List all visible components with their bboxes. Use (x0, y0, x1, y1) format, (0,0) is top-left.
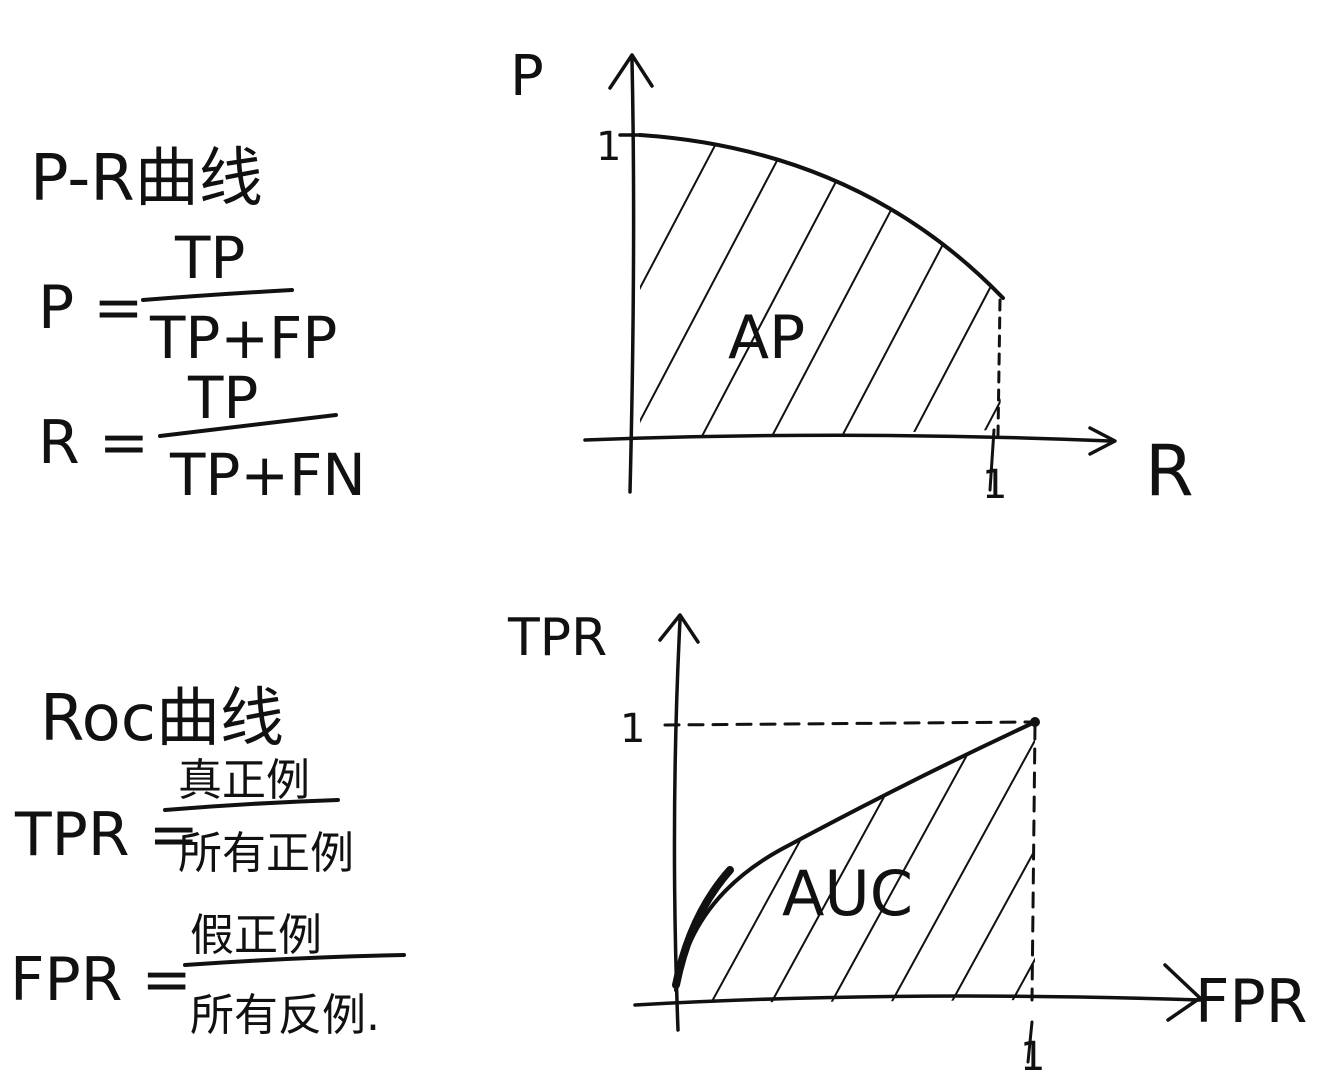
tpr-denominator: 所有正例 (178, 828, 354, 879)
precision-lhs: P = (38, 273, 144, 343)
ap-hatching (640, 135, 1003, 438)
roc-dashed-horizontal (663, 720, 1034, 727)
pr-graph: P R 1 1 AP (510, 44, 1194, 512)
roc-y-label: TPR (507, 608, 607, 668)
pr-x-axis (583, 433, 1112, 443)
fpr-formula: FPR = 假正例 所有反例. (10, 910, 406, 1041)
fpr-fraction-bar (183, 953, 406, 967)
precision-fraction-bar (141, 288, 294, 302)
pr-y-label: P (510, 44, 544, 109)
fpr-lhs: FPR = (10, 945, 192, 1015)
roc-end-point (1030, 717, 1040, 727)
roc-x-axis (633, 994, 1202, 1007)
roc-notes: Roc曲线 TPR = 真正例 所有正例 FPR = 假正例 所有反例. (10, 682, 406, 1041)
ap-area-label: AP (728, 303, 805, 373)
pr-x-arrowhead (1088, 426, 1117, 456)
roc-x-tick-mark (1026, 1020, 1034, 1064)
roc-x-tick-label: 1 (1020, 1034, 1045, 1080)
roc-dashed-vertical (1030, 723, 1037, 1002)
pr-y-tick-label: 1 (596, 124, 621, 170)
precision-numerator: TP (174, 224, 245, 292)
pr-notes: P-R曲线 P = TP TP+FP R = TP TP+FN (30, 142, 366, 509)
recall-denominator: TP+FN (169, 441, 366, 509)
precision-denominator: TP+FP (149, 304, 337, 372)
precision-formula: P = TP TP+FP (38, 224, 337, 372)
pr-title: P-R曲线 (30, 142, 263, 216)
recall-lhs: R = (38, 408, 149, 478)
tpr-numerator: 真正例 (178, 755, 310, 806)
roc-graph: TPR FPR 1 1 AUC (507, 608, 1307, 1080)
pr-curve (638, 133, 1005, 300)
roc-curve-start-emphasis (672, 866, 734, 989)
fpr-numerator: 假正例 (190, 910, 322, 961)
fpr-denominator: 所有反例. (190, 990, 380, 1041)
auc-area-label: AUC (782, 857, 913, 930)
pr-y-arrowhead (608, 53, 654, 90)
roc-title: Roc曲线 (40, 682, 284, 756)
roc-x-arrowhead (1163, 963, 1202, 1022)
pr-x-tick-label: 1 (982, 462, 1007, 508)
tpr-formula: TPR = 真正例 所有正例 (14, 755, 354, 879)
recall-fraction-bar (158, 413, 338, 438)
tpr-fraction-bar (163, 798, 340, 812)
recall-formula: R = TP TP+FN (38, 364, 366, 509)
pr-dashed-drop (996, 298, 1002, 437)
roc-y-tick-label: 1 (620, 706, 645, 752)
recall-numerator: TP (187, 364, 258, 432)
pr-x-label: R (1145, 430, 1194, 512)
pr-y-axis (628, 58, 636, 494)
auc-hatching (676, 722, 1035, 1003)
roc-y-arrowhead (658, 613, 700, 644)
roc-x-label: FPR (1195, 967, 1307, 1037)
pr-x-tick-mark (988, 428, 996, 492)
